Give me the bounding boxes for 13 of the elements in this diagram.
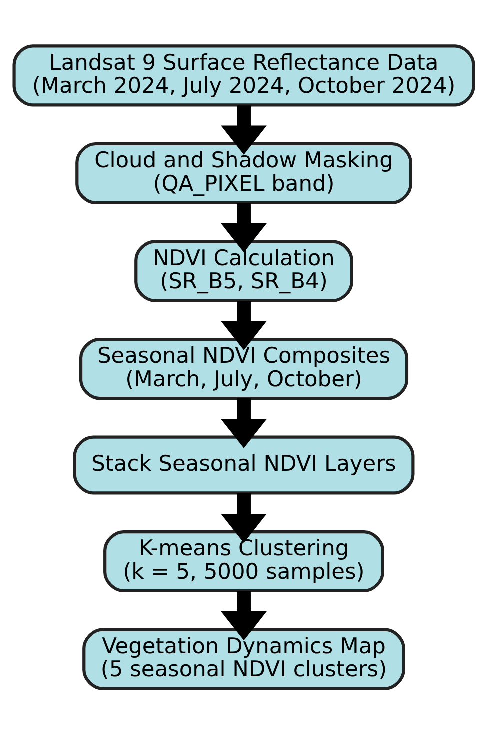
arrow [221,493,267,544]
arrow [221,301,267,350]
arrow [221,203,267,253]
node-box: Landsat 9 Surface Reflectance Data (March 2024, July 2024, October 2024) [12,44,476,107]
node-box: Seasonal NDVI Composites (March, July, October) [79,338,409,400]
arrow [221,591,267,641]
node-box: Vegetation Dynamics Map (5 seasonal NDVI clusters) [82,628,406,690]
node-box: Stack Seasonal NDVI Layers [73,436,415,495]
arrow [221,106,267,155]
node-box: Cloud and Shadow Masking (QA_PIXEL band) [76,142,412,205]
node-box: K-means Clustering (k = 5, 5000 samples) [104,530,384,593]
arrow [221,398,267,448]
node-box: NDVI Calculation (SR_B5, SR_B4) [134,240,354,302]
